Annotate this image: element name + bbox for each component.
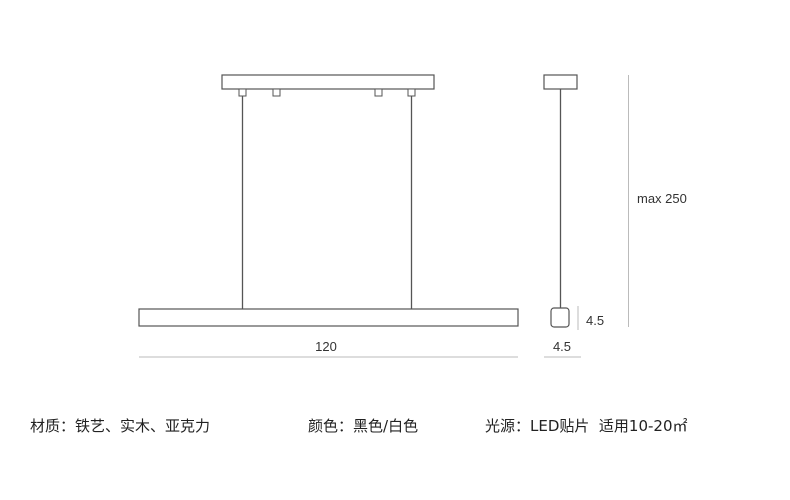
spec-light-source-value: LED贴片 适用10-20㎡ (530, 417, 688, 435)
max-height-label: max 250 (637, 191, 687, 206)
profile-height-label: 4.5 (586, 313, 604, 328)
lamp-bar (138, 308, 519, 327)
spec-color-value: 黑色/白色 (353, 417, 419, 435)
canopy-clip-inner-right (374, 88, 383, 97)
side-view: 4.5 4.5 max 250 (543, 74, 687, 358)
spec-color: 颜色：黑色/白色 (308, 414, 418, 438)
ceiling-canopy (221, 74, 435, 90)
spec-material: 材质：铁艺、实木、亚克力 (30, 414, 210, 438)
spec-material-value: 铁艺、实木、亚克力 (75, 417, 211, 435)
canopy-clip-inner-left (272, 88, 281, 97)
side-canopy (543, 74, 578, 90)
spec-material-label: 材质： (30, 417, 76, 435)
spec-light-source-label: 光源： (485, 417, 531, 435)
canopy-clip-right (407, 88, 416, 97)
canopy-clip-left (238, 88, 247, 97)
length-label: 120 (315, 339, 337, 354)
spec-light-source: 光源：LED贴片 适用10-20㎡ (485, 414, 688, 438)
front-view: 120 (138, 74, 519, 358)
spec-color-label: 颜色： (308, 417, 354, 435)
side-lamp-profile (550, 307, 570, 328)
profile-width-label: 4.5 (553, 339, 571, 354)
